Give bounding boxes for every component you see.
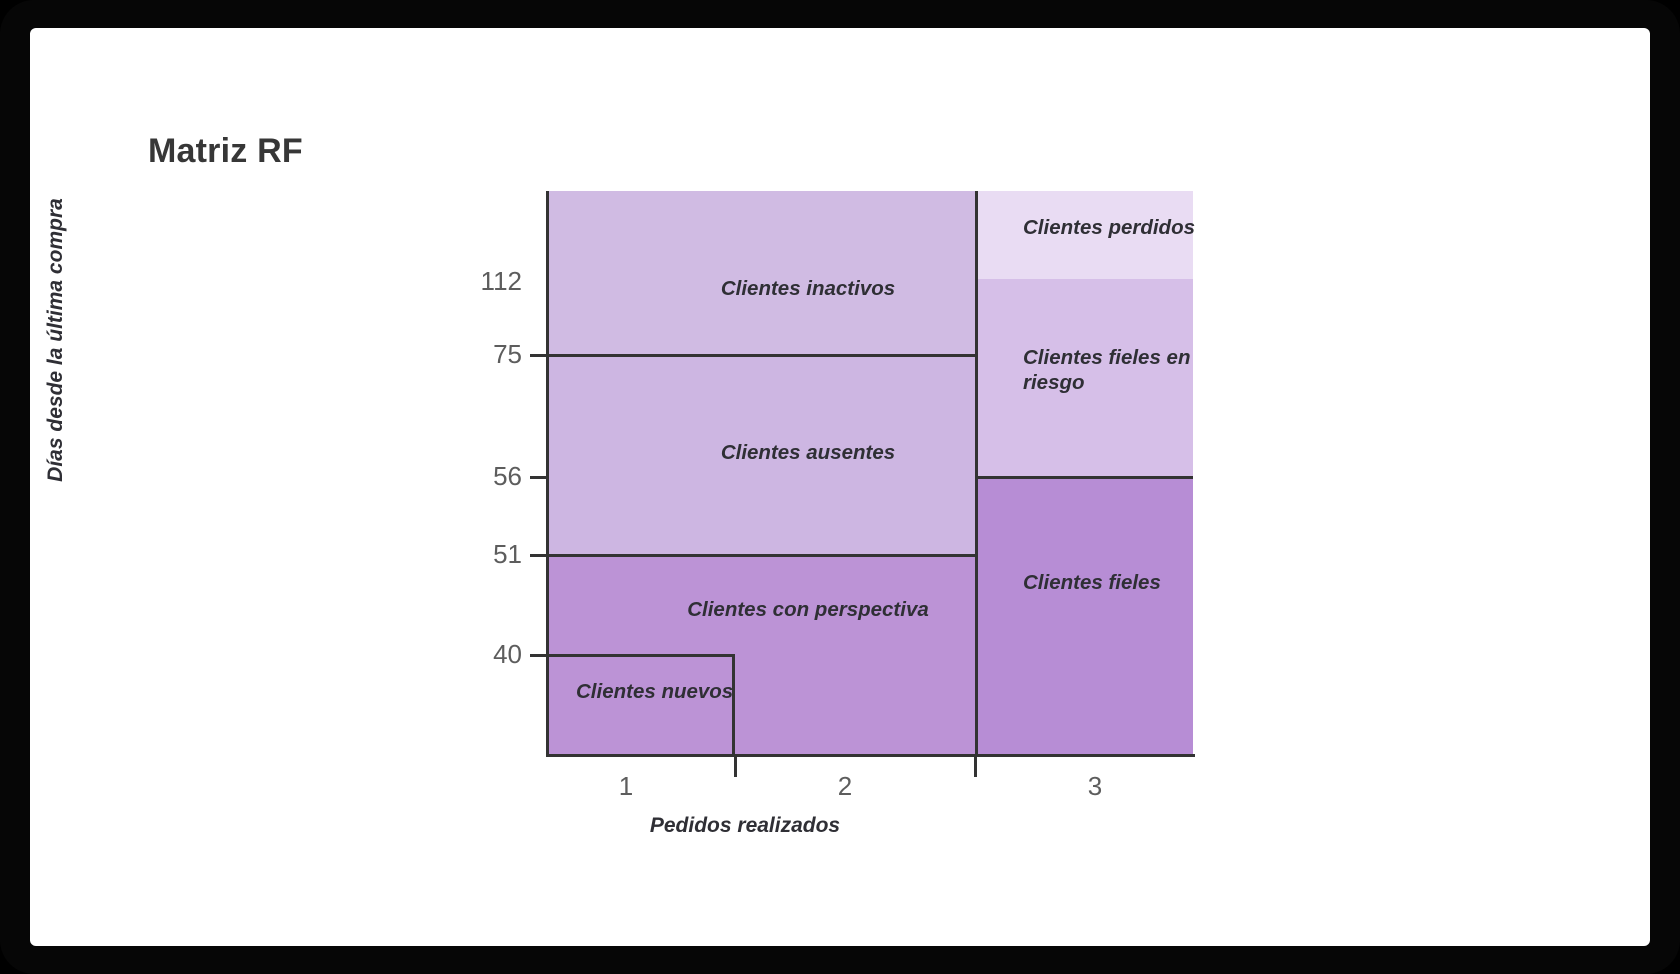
x-tick-label-2: 2 [837, 771, 853, 801]
boundary-line-orders-split [975, 191, 978, 755]
segment-clientes-inactivos[interactable] [548, 191, 975, 356]
segment-label-clientes-con-perspectiva: Clientes con perspectiva [687, 598, 929, 621]
segment-label-clientes-fieles: Clientes fieles [1023, 571, 1161, 594]
y-axis-line [546, 191, 549, 757]
segment-label-clientes-nuevos: Clientes nuevos [576, 680, 734, 703]
boundary-line-75 [548, 354, 978, 357]
segment-label-clientes-perdidos: Clientes perdidos [1023, 216, 1196, 239]
y-axis-title: Días desde la última compra [44, 198, 67, 482]
y-tick-label-51: 51 [493, 539, 522, 569]
slide-card: Matriz RF Días desde la última compra Pe… [30, 28, 1650, 946]
x-tick-line-1 [734, 755, 737, 777]
x-tick-label-3: 3 [1087, 771, 1103, 801]
rf-matrix-plot: Clientes inactivos Clientes ausentes Cli… [548, 191, 1195, 755]
y-tick-label-75: 75 [493, 339, 522, 369]
y-tick-label-56: 56 [493, 461, 522, 491]
segment-clientes-fieles-en-riesgo[interactable] [978, 279, 1193, 478]
x-tick-line-2 [974, 755, 977, 777]
y-tick-line-51 [530, 554, 550, 557]
y-tick-line-40 [530, 654, 550, 657]
segment-clientes-nuevos[interactable] [548, 656, 735, 755]
boundary-line-nuevos-right [732, 654, 735, 755]
boundary-line-51 [548, 554, 978, 557]
boundary-line-40 [548, 654, 735, 657]
segment-label-clientes-ausentes: Clientes ausentes [720, 441, 896, 464]
segment-label-clientes-fieles-en-riesgo: Clientes fieles en riesgo [1023, 346, 1191, 394]
page-title: Matriz RF [148, 132, 303, 170]
y-tick-label-40: 40 [493, 639, 522, 669]
segment-clientes-ausentes[interactable] [548, 356, 975, 556]
boundary-line-56-right [975, 476, 1193, 479]
x-tick-label-1: 1 [618, 771, 634, 801]
segment-label-clientes-inactivos: Clientes inactivos [720, 277, 896, 300]
y-tick-line-75 [530, 354, 550, 357]
x-axis-line [548, 754, 1195, 757]
x-axis-title: Pedidos realizados [649, 814, 841, 837]
y-tick-label-112: 112 [480, 266, 522, 296]
segment-clientes-fieles[interactable] [978, 478, 1193, 755]
segment-clientes-perdidos[interactable] [978, 191, 1193, 279]
